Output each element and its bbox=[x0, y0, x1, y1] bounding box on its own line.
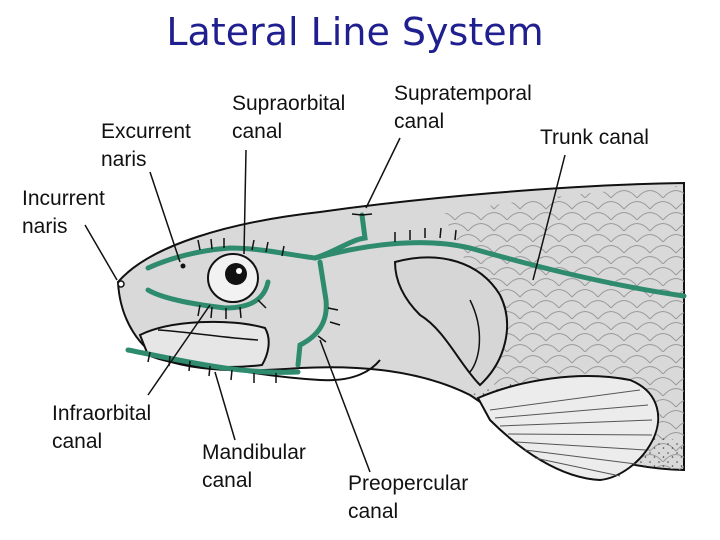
label-trunk-canal: Trunk canal bbox=[540, 126, 649, 149]
label-supraorbital-canal: Supraorbital canal bbox=[232, 92, 351, 143]
label-preopercular-canal: Preopercular canal bbox=[348, 472, 474, 523]
mandibular-canal-path bbox=[125, 347, 301, 375]
incurrent-naris-dot bbox=[117, 280, 125, 288]
pectoral-fin bbox=[476, 375, 660, 482]
label-mandibular-canal: Mandibular canal bbox=[202, 441, 312, 492]
label-infraorbital-canal: Infraorbital canal bbox=[52, 402, 157, 453]
infraorbital-canal-path bbox=[145, 279, 271, 311]
supraorbital-canal-path bbox=[145, 245, 318, 271]
leader-lines bbox=[84, 137, 566, 473]
preopercular-canal-path bbox=[295, 259, 329, 368]
label-incurrent-naris: Incurrent naris bbox=[22, 187, 111, 238]
eye bbox=[207, 253, 259, 303]
trunk-canal-path bbox=[312, 240, 687, 299]
label-excurrent-naris: Excurrent naris bbox=[101, 120, 197, 171]
excurrent-naris-dot bbox=[180, 263, 186, 269]
label-supratemporal-canal: Supratemporal canal bbox=[394, 82, 538, 133]
labels: Excurrent naris Incurrent naris Supraorb… bbox=[22, 82, 649, 523]
slide-title: Lateral Line System bbox=[166, 10, 544, 54]
canal-tubules bbox=[147, 213, 457, 383]
canal-system bbox=[125, 212, 687, 375]
